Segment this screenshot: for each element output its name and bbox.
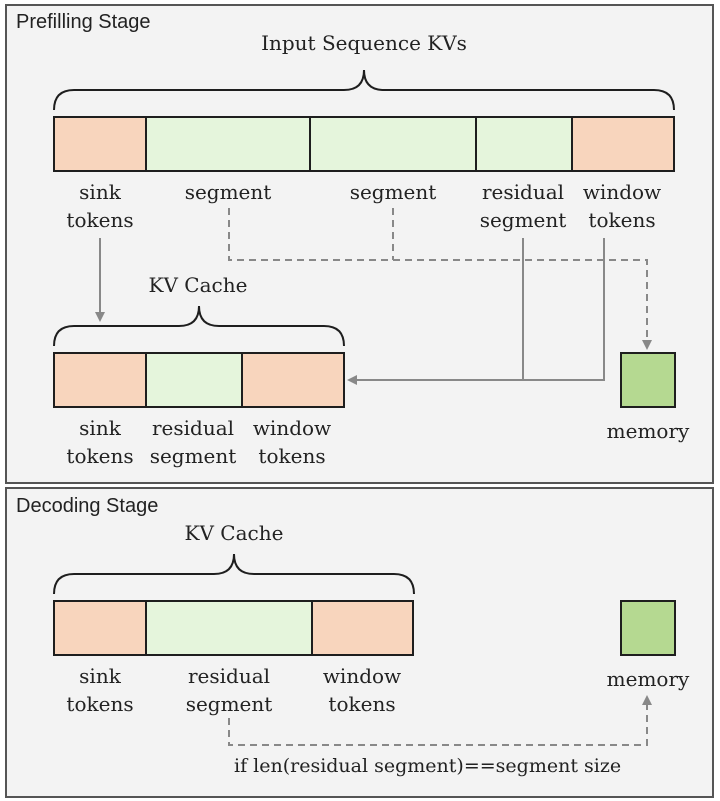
input-window-label-line2: tokens <box>588 208 656 232</box>
cache-window-label-line2: tokens <box>258 444 326 468</box>
decode-sink-label-line1: sink <box>79 664 121 688</box>
decode-memory-block <box>620 600 676 656</box>
cache-residual-label-line2: segment <box>149 444 237 468</box>
input-window-tokens-block <box>571 116 675 172</box>
input-sink-label-line1: sink <box>79 180 121 204</box>
input-sink-tokens-block <box>53 116 147 172</box>
input-residual-label-line1: residual <box>481 180 565 204</box>
prefilling-stage-title: Prefilling Stage <box>16 11 151 33</box>
cache-residual-label: residual segment <box>143 414 243 470</box>
cache-residual-segment-block <box>145 352 243 408</box>
input-segment-label: segment <box>184 180 272 204</box>
cache-sink-label: sink tokens <box>50 414 150 470</box>
decode-residual-label-line2: segment <box>185 692 273 716</box>
prefilling-stage-panel <box>5 4 714 484</box>
cache-residual-label-line1: residual <box>151 416 235 440</box>
input-residual-label: residual segment <box>473 178 573 234</box>
decode-window-label-line2: tokens <box>328 692 396 716</box>
input-residual-segment-block <box>475 116 573 172</box>
decoding-stage-title: Decoding Stage <box>16 495 159 517</box>
input-window-label: window tokens <box>572 178 672 234</box>
cache-sink-label-line1: sink <box>79 416 121 440</box>
cache-sink-tokens-block <box>53 352 147 408</box>
decode-window-label-line1: window <box>322 664 402 688</box>
input-sink-label: sink tokens <box>50 178 150 234</box>
decode-window-tokens-block <box>311 600 414 656</box>
cache-window-tokens-block <box>241 352 345 408</box>
input-window-label-line1: window <box>582 180 662 204</box>
decode-sink-tokens-block <box>53 600 147 656</box>
input-segment-block <box>145 116 311 172</box>
decode-kv-cache-label: KV Cache <box>184 521 284 545</box>
decode-memory-label: memory <box>606 667 690 691</box>
decode-window-label: window tokens <box>312 662 412 718</box>
input-residual-label-line2: segment <box>479 208 567 232</box>
decode-residual-label-line1: residual <box>187 664 271 688</box>
prefill-kv-cache-label: KV Cache <box>148 273 248 297</box>
cache-window-label-line1: window <box>252 416 332 440</box>
decode-sink-label: sink tokens <box>50 662 150 718</box>
condition-text: if len(residual segment)==segment size <box>234 755 622 777</box>
input-segment-label: segment <box>349 180 437 204</box>
cache-sink-label-line2: tokens <box>66 444 134 468</box>
input-segment-block <box>309 116 477 172</box>
cache-window-label: window tokens <box>242 414 342 470</box>
input-sequence-label: Input Sequence KVs <box>261 31 467 55</box>
prefill-memory-block <box>620 352 676 408</box>
prefill-memory-label: memory <box>606 419 690 443</box>
decode-sink-label-line2: tokens <box>66 692 134 716</box>
input-sink-label-line2: tokens <box>66 208 134 232</box>
decode-residual-label: residual segment <box>179 662 279 718</box>
decode-residual-segment-block <box>145 600 313 656</box>
